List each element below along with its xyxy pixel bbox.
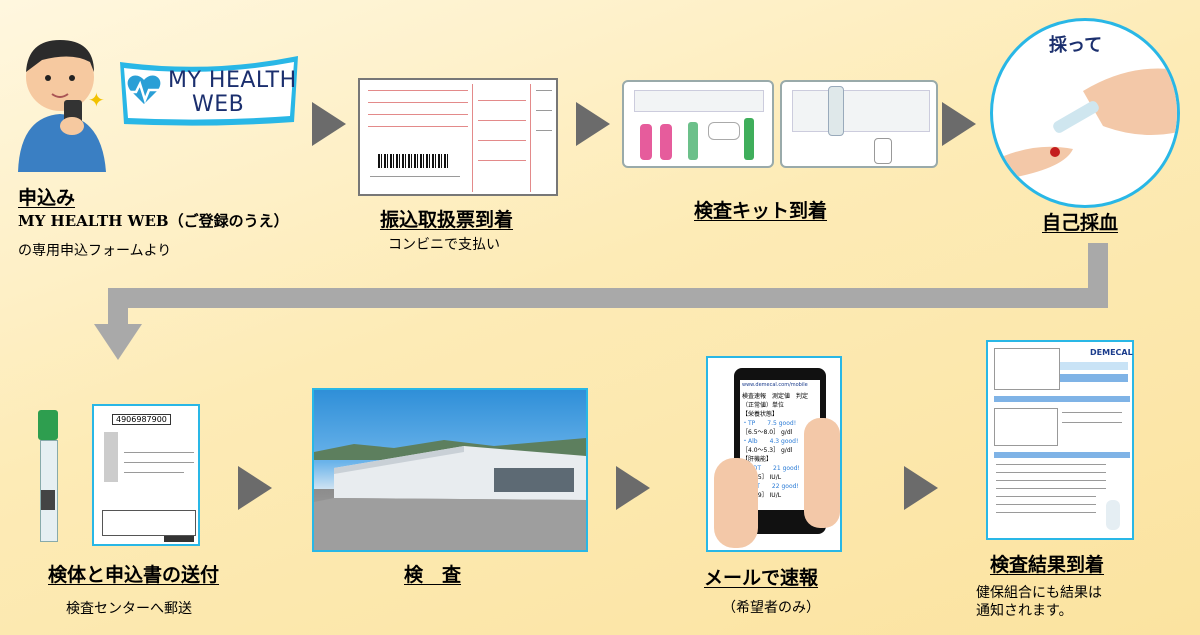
phone-screen-row: ［〜45］ IU/L	[742, 474, 782, 481]
apply-step-text-1: MY HEALTH WEB（ご登録のうえ）	[18, 212, 289, 230]
form-code: 4906987900	[112, 414, 171, 425]
smartphone-image: www.demecal.com/mobile 検査速報 測定値 判定 （正常値）…	[706, 356, 842, 552]
my-health-web-logo[interactable]: MY HEALTH WEB	[114, 56, 304, 128]
phone-screen-row: ・GPT 22 good!	[742, 483, 799, 490]
phone-screen-row: ・Alb 4.3 good!	[742, 438, 799, 445]
arrow-right-icon	[616, 466, 650, 510]
sparkle-icon: ✦	[88, 88, 105, 112]
arrow-right-icon	[576, 102, 610, 146]
result-step-title: 検査結果到着	[990, 554, 1105, 576]
return-connector-drop	[108, 288, 128, 324]
test-kit-tray-right	[780, 80, 938, 168]
application-form-image: 4906987900	[92, 404, 200, 546]
phone-screen-row: ［4.0〜5.3］ g/dl	[742, 447, 793, 454]
arrow-right-icon	[238, 466, 272, 510]
arrow-down-icon	[94, 324, 142, 360]
return-connector-vertical	[1088, 243, 1108, 288]
test-step-title: 検 査	[404, 564, 462, 586]
result-report-image: DEMECAL	[986, 340, 1134, 540]
result-step-text-1: 健保組合にも結果は	[976, 585, 1102, 601]
arrow-right-icon	[312, 102, 346, 146]
apply-step-text-2: の専用申込フォームより	[18, 243, 172, 259]
return-connector-horizontal	[108, 288, 1108, 308]
phone-screen-row: 【栄養状態】	[742, 411, 779, 418]
barcode-graphic	[378, 154, 450, 168]
phone-screen-header: www.demecal.com/mobile	[742, 382, 808, 388]
phone-screen-row: （正常値）単位	[742, 402, 785, 409]
blood-step-title: 自己採血	[1042, 212, 1119, 234]
payment-slip-image	[358, 78, 558, 196]
bubble-text: 採って	[1049, 35, 1103, 56]
sample-tube-image	[36, 410, 60, 550]
lab-building-photo	[312, 388, 588, 552]
send-step-title: 検体と申込書の送付	[48, 564, 220, 586]
logo-line-2: WEB	[192, 92, 245, 117]
test-kit-tray-left	[622, 80, 774, 168]
arrow-right-icon	[942, 102, 976, 146]
apply-step-title: 申込み	[18, 187, 76, 209]
phone-screen-row: ・GOT 21 good!	[742, 465, 800, 472]
payment-step-text: コンビニで支払い	[388, 237, 500, 253]
phone-screen-row: ［6.5〜8.0］ g/dl	[742, 429, 793, 436]
logo-line-1: MY HEALTH	[168, 68, 297, 93]
self-blood-sampling-image: 採って	[990, 18, 1180, 208]
send-step-text: 検査センターへ郵送	[66, 601, 192, 617]
mail-step-text: （希望者のみ）	[722, 600, 820, 616]
phone-screen-row: ［〜39］ IU/L	[742, 492, 782, 499]
phone-screen-row: ・TP 7.5 good!	[742, 420, 797, 427]
report-brand: DEMECAL	[1090, 348, 1133, 357]
kit-step-title: 検査キット到着	[694, 200, 828, 222]
arrow-right-icon	[904, 466, 938, 510]
mail-step-title: メールで速報	[704, 567, 819, 589]
payment-step-title: 振込取扱票到着	[380, 209, 514, 231]
person-with-phone-illustration	[12, 22, 112, 172]
result-step-text-2: 通知されます。	[976, 603, 1073, 619]
phone-screen-row: 【肝機能】	[742, 456, 773, 463]
phone-screen-row: 検査速報 測定値 判定	[742, 393, 809, 400]
